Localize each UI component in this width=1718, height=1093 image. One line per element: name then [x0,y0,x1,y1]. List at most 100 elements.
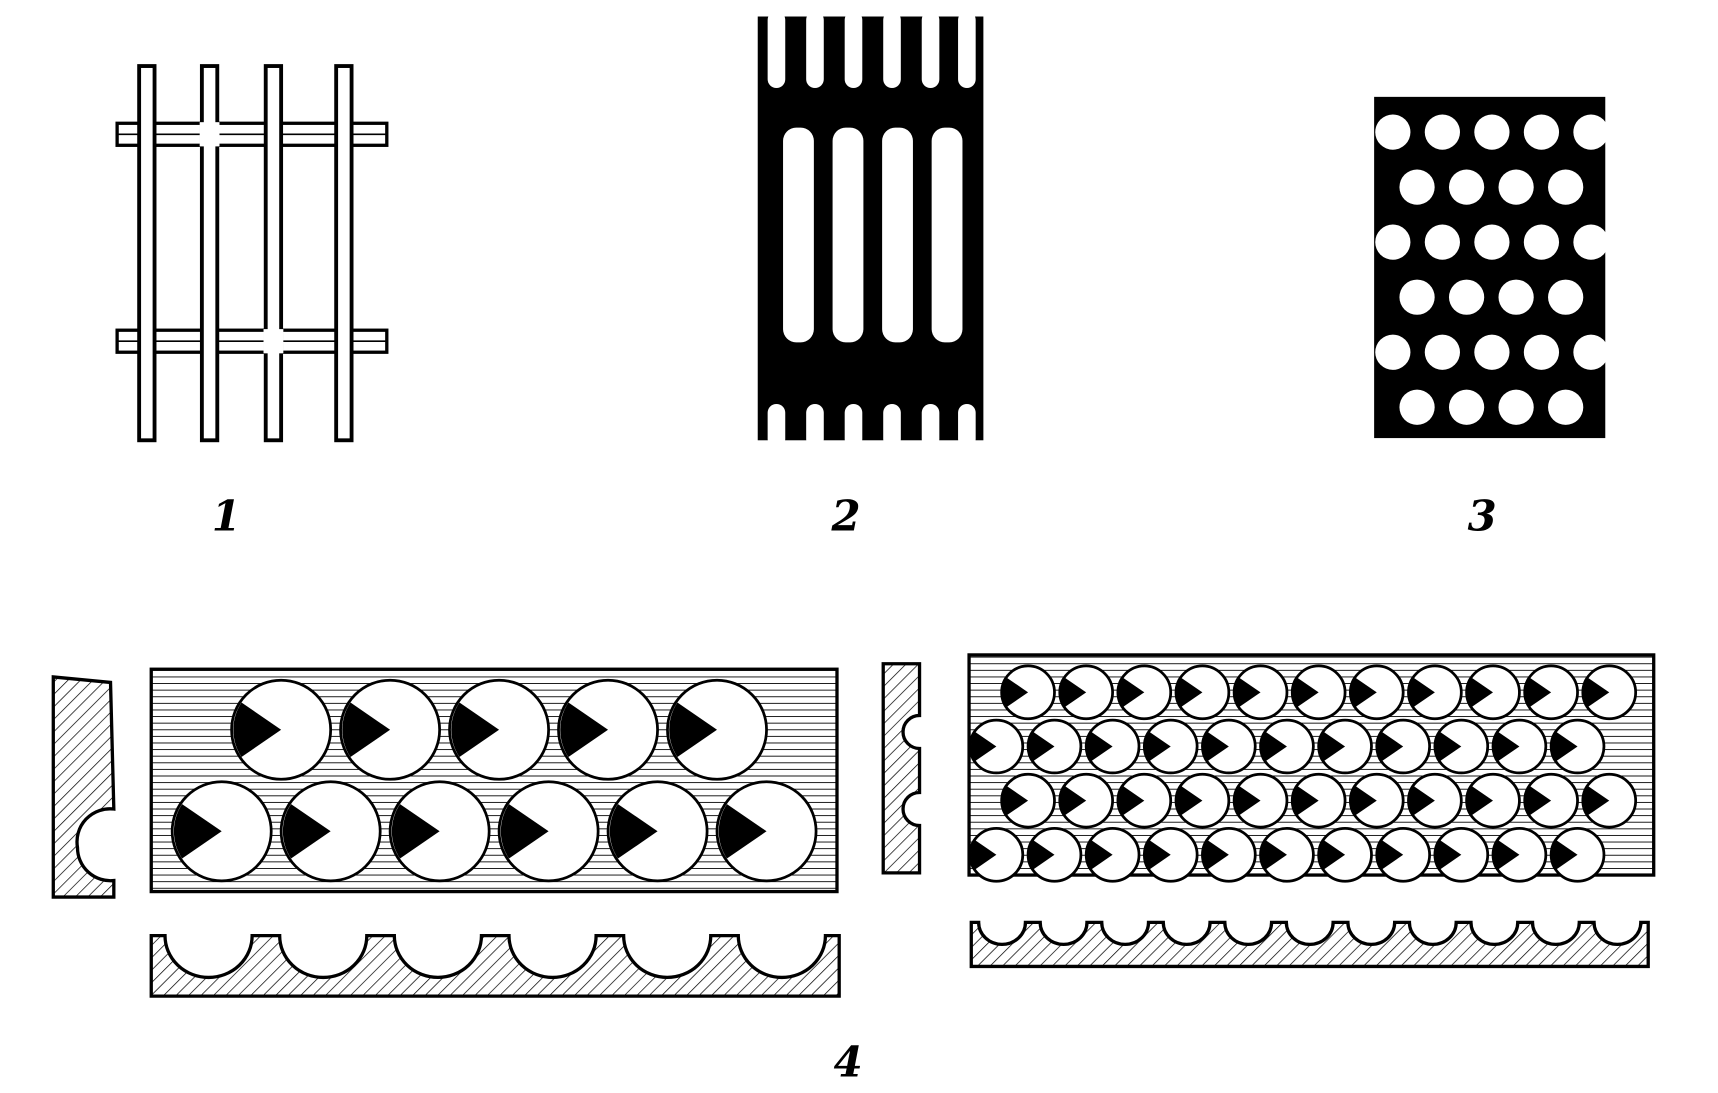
hole [1375,334,1411,370]
groove-wedge [1028,840,1055,870]
groove-wedge [560,702,609,758]
slot-middle [882,127,913,343]
hole [1573,334,1609,370]
groove-wedge [1203,731,1229,762]
groove-wedge [1261,840,1287,870]
groove-wedge [1293,677,1319,707]
hole [1424,114,1460,150]
groove-wedge [1028,731,1055,762]
bottom-profile-left [149,933,841,998]
groove-wedge [1493,731,1520,762]
slot-bottom [883,403,901,448]
groove-wedge [1235,786,1261,816]
hole [1474,334,1510,370]
hole [1474,114,1510,150]
hole [1375,224,1411,260]
hole [1375,114,1411,150]
groove-cell [1026,827,1083,883]
hole [1448,389,1485,425]
groove-wedge [1261,731,1287,762]
groove-wedge [718,804,767,859]
warp-wire [263,64,284,443]
groove-wedge [1319,731,1346,762]
groove-wedge [1409,786,1435,816]
groove-wedge [1176,677,1203,707]
groove-wedge [1467,677,1494,707]
groove-wedge [1377,731,1404,762]
groove-wedge [173,804,222,859]
slot-bottom [844,403,863,448]
groove-wedge [1293,786,1319,816]
overlap [199,122,220,147]
groove-wedge [1118,786,1145,816]
warp-wire [334,64,354,443]
hole [1548,169,1584,205]
slot-bottom [767,403,786,448]
slot-top [767,11,786,89]
grooved-plate-sieves [51,653,1656,998]
label-3: 3 [1468,492,1497,541]
slot-top [958,11,976,89]
side-profile-right [881,662,922,875]
groove-wedge [1409,677,1435,707]
hole [1548,279,1584,315]
groove-wedge [1351,786,1377,816]
groove-wedge [1493,840,1520,870]
groove-wedge [970,840,997,870]
slot-middle [931,127,963,343]
groove-wedge [1002,786,1029,816]
groove-wedge [282,804,331,859]
hole [1424,334,1460,370]
perforated-plate-sieve [1374,96,1609,439]
hole [1399,389,1435,425]
groove-wedge [1118,677,1145,707]
groove-wedge [1467,786,1494,816]
slotted-plate-sieve [757,11,984,448]
hole [1498,169,1534,205]
groove-wedge [1435,731,1462,762]
groove-wedge [391,804,440,859]
slot-middle [832,127,864,343]
groove-wedge [1552,840,1578,870]
warp-wire [199,64,220,443]
groove-wedge [1176,786,1203,816]
groove-wedge [1583,786,1610,816]
hole [1523,224,1560,260]
label-1: 1 [212,492,241,541]
hole [1399,279,1435,315]
hole [1498,279,1534,315]
groove-wedge [500,804,549,859]
label-2: 2 [830,492,860,541]
overlap [263,329,284,354]
slot-top [921,11,940,89]
slot-bottom [958,403,976,448]
hole [1548,389,1584,425]
groove-wedge [1203,840,1229,870]
hole [1523,334,1560,370]
groove-wedge [342,702,391,758]
plate [1374,96,1606,439]
groove-wedge [1087,840,1113,870]
hole [1399,169,1435,205]
groove-wedge [1002,677,1029,707]
groove-wedge [970,731,997,762]
hole [1424,224,1460,260]
groove-wedge [609,804,658,859]
slot-top [806,11,824,89]
groove-wedge [1145,731,1171,762]
groove-wedge [1552,731,1578,762]
groove-wedge [1060,786,1087,816]
groove-wedge [1060,677,1087,707]
slot-middle [783,127,814,343]
groove-wedge [669,702,718,758]
side-profile-left [51,675,116,899]
groove-wedge [1583,677,1610,707]
hole [1498,389,1534,425]
groove-wedge [1435,840,1462,870]
groove-wedge [1087,731,1113,762]
wire-mesh-sieve [115,64,389,443]
label-4: 4 [834,1037,863,1086]
groove-wedge [451,702,500,758]
hole [1448,279,1485,315]
